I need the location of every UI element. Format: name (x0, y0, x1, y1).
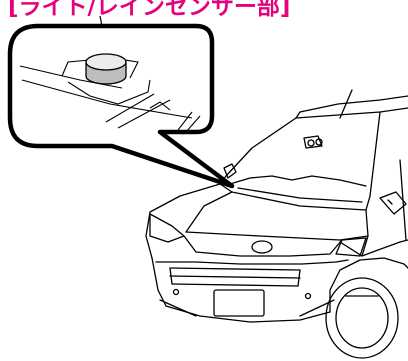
rain-sensor-puck (86, 54, 126, 84)
